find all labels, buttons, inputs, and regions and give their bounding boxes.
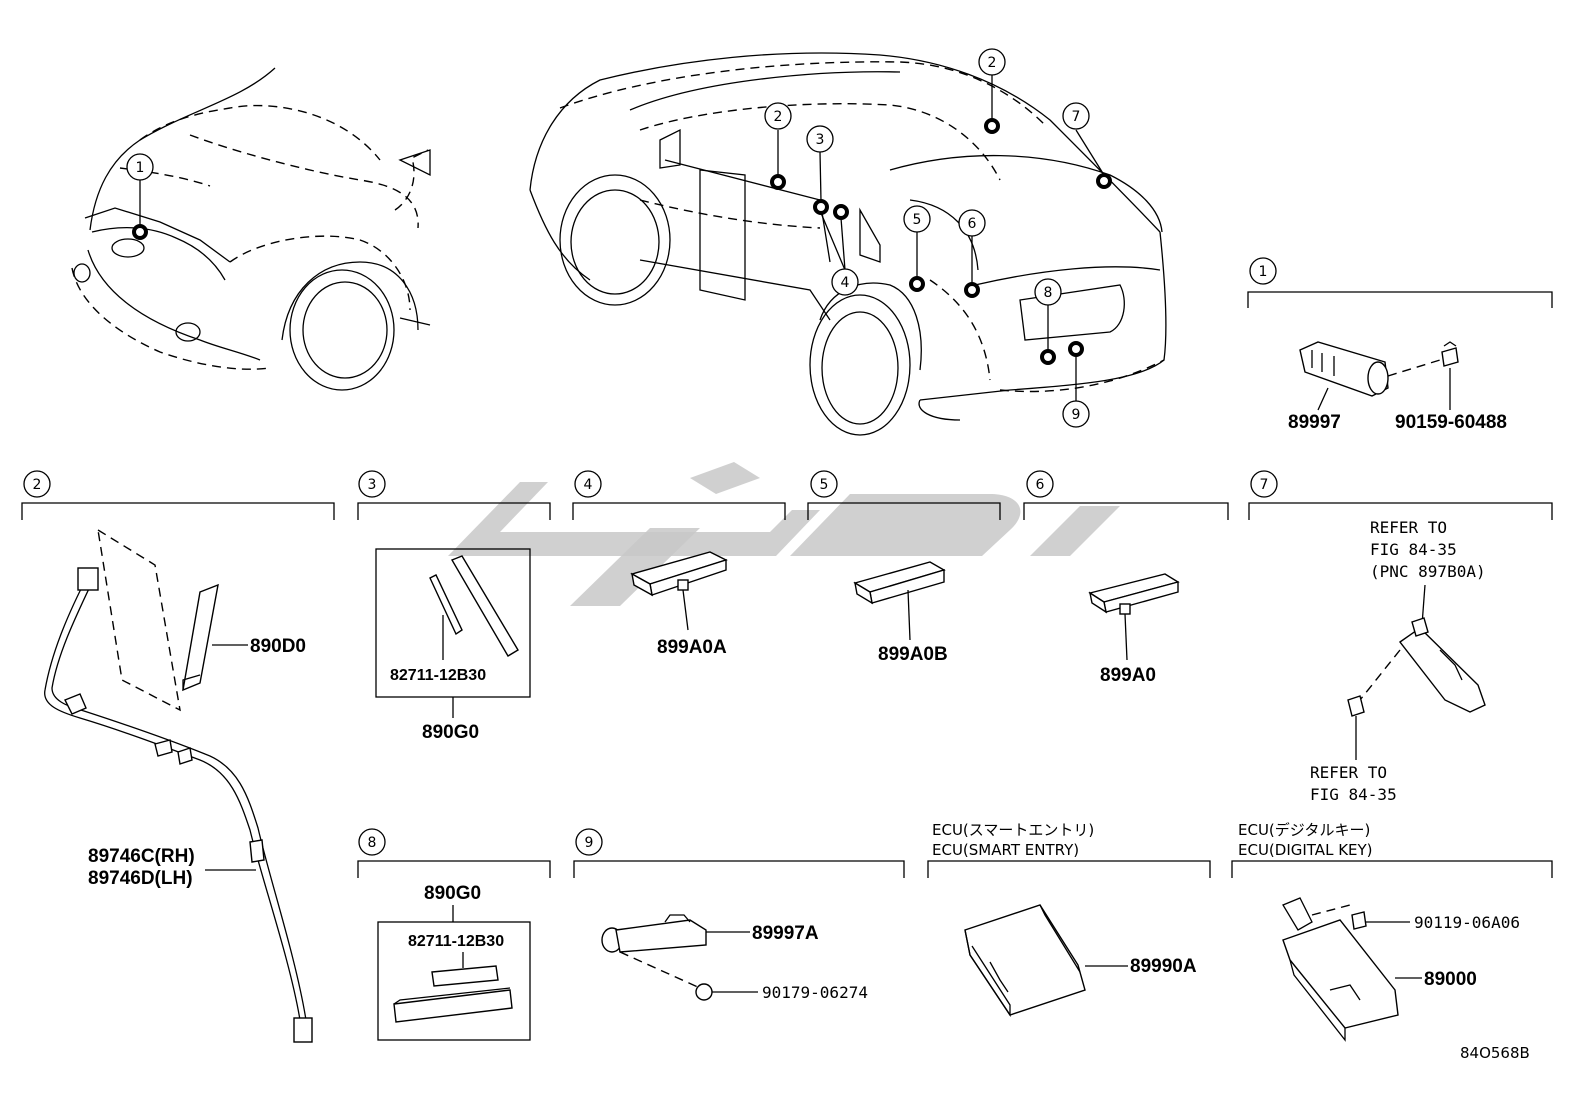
svg-text:2: 2 xyxy=(774,109,783,125)
part-890g0-a: 890G0 xyxy=(422,722,479,743)
part-90179-06274: 90179-06274 xyxy=(762,983,868,1002)
watermark-logo xyxy=(448,462,1120,606)
rear-vehicle-view xyxy=(529,52,1167,436)
antenna-89997-part xyxy=(1299,341,1389,397)
part-89997: 89997 xyxy=(1288,412,1341,433)
svg-text:7: 7 xyxy=(1072,109,1081,125)
svg-text:3: 3 xyxy=(368,477,377,493)
pnc-ref: (PNC 897B0A) xyxy=(1370,562,1486,581)
section-smart-entry-ecu: ECU(スマートエントリ) ECU(SMART ENTRY) 89990A xyxy=(927,821,1211,1018)
svg-text:9: 9 xyxy=(585,835,594,851)
part-89000: 89000 xyxy=(1424,969,1477,990)
svg-text:1: 1 xyxy=(1259,264,1268,280)
part-82711-12b30-b: 82711-12B30 xyxy=(408,933,504,950)
svg-text:8: 8 xyxy=(368,835,377,851)
part-89990a: 89990A xyxy=(1130,956,1197,977)
antenna-899a0b-part xyxy=(853,561,946,605)
svg-text:6: 6 xyxy=(968,216,977,232)
figure-id: 84O568B xyxy=(1460,1044,1530,1062)
antenna-89997a-part xyxy=(601,914,707,953)
nut-90179-part xyxy=(695,983,713,1001)
svg-text:1: 1 xyxy=(136,160,145,176)
section-5: 5 899A0B xyxy=(807,470,1001,665)
callout-bumper-8: 8 xyxy=(1034,278,1062,306)
callout-rear-6: 6 xyxy=(958,209,986,237)
part-890g0-b: 890G0 xyxy=(424,883,481,904)
callout-rear-5: 5 xyxy=(903,205,931,233)
part-890D0: 890D0 xyxy=(250,636,306,657)
svg-text:2: 2 xyxy=(33,477,42,493)
ecu-box-89990a-part xyxy=(964,904,1086,1018)
section-digital-key-ecu: ECU(デジタルキー) ECU(DIGITAL KEY) 90119-06A06… xyxy=(1231,821,1553,1042)
part-89746d-lh: 89746D(LH) xyxy=(88,868,193,889)
ecu-box-89000-part xyxy=(1282,897,1399,1042)
ecu-smart-entry-caption-jp: ECU(スマートエントリ) xyxy=(932,821,1094,839)
callout-cabin-4: 4 xyxy=(831,268,859,296)
sensor-strip-part xyxy=(429,555,519,657)
svg-text:5: 5 xyxy=(913,212,922,228)
refer-to-text-1: REFER TO xyxy=(1370,518,1447,537)
callout-front-1: 1 xyxy=(126,153,154,181)
bolt-90119-part xyxy=(1351,911,1367,930)
callout-cabin-3: 3 xyxy=(806,125,834,153)
figure-ref-1: FIG 84-35 xyxy=(1370,540,1457,559)
part-899a0: 899A0 xyxy=(1100,665,1156,686)
section-8: 8 890G0 82711-12B30 xyxy=(357,828,551,1041)
svg-text:4: 4 xyxy=(584,477,593,493)
callout-cabin-2: 2 xyxy=(764,102,792,130)
part-90159-60488: 90159-60488 xyxy=(1395,412,1507,433)
bracket-antenna-part xyxy=(1398,617,1486,713)
svg-text:2: 2 xyxy=(988,55,997,71)
svg-text:8: 8 xyxy=(1044,285,1053,301)
section-7: 7 REFER TO FIG 84-35 (PNC 897B0A) REFER … xyxy=(1248,470,1553,804)
section-3: 3 82711-12B30 890G0 xyxy=(357,470,551,743)
svg-text:4: 4 xyxy=(841,275,850,291)
svg-text:9: 9 xyxy=(1072,407,1081,423)
part-89997a: 89997A xyxy=(752,923,819,944)
section-6: 6 899A0 xyxy=(1023,470,1229,686)
bolt-90159-part xyxy=(1441,341,1459,367)
part-82711-12b30-a: 82711-12B30 xyxy=(390,667,486,684)
front-vehicle-view xyxy=(71,67,431,391)
antenna-899a0-part xyxy=(1088,573,1180,615)
svg-text:5: 5 xyxy=(820,477,829,493)
part-899a0b: 899A0B xyxy=(878,644,948,665)
svg-text:3: 3 xyxy=(816,132,825,148)
section-9: 9 89997A 90179-06274 xyxy=(573,828,905,1002)
refer-to-text-2: REFER TO xyxy=(1310,763,1387,782)
callout-bumper-9: 9 xyxy=(1062,400,1090,428)
sensor-strip-b-part xyxy=(393,965,513,1023)
part-90119-06a06: 90119-06A06 xyxy=(1414,913,1520,932)
part-899a0a: 899A0A xyxy=(657,637,727,658)
figure-ref-2: FIG 84-35 xyxy=(1310,785,1397,804)
svg-text:6: 6 xyxy=(1036,477,1045,493)
section-4: 4 899A0A xyxy=(572,470,786,658)
part-89746c-rh: 89746C(RH) xyxy=(88,846,195,867)
antenna-wire-harness-part xyxy=(44,567,313,1043)
section-1: 1 89997 90159-60488 xyxy=(1247,257,1553,433)
callout-roof-2: 2 xyxy=(978,48,1006,76)
ecu-smart-entry-caption-en: ECU(SMART ENTRY) xyxy=(932,841,1079,859)
door-handle-antenna-part xyxy=(182,583,219,692)
svg-text:7: 7 xyxy=(1260,477,1269,493)
clip-part xyxy=(1347,695,1365,717)
ecu-digital-key-caption-jp: ECU(デジタルキー) xyxy=(1238,821,1370,839)
section-2: 2 890D0 89746C(RH) 89746D(LH) xyxy=(21,470,335,1043)
callout-tailgate-7: 7 xyxy=(1062,102,1090,130)
ecu-digital-key-caption-en: ECU(DIGITAL KEY) xyxy=(1238,841,1373,859)
